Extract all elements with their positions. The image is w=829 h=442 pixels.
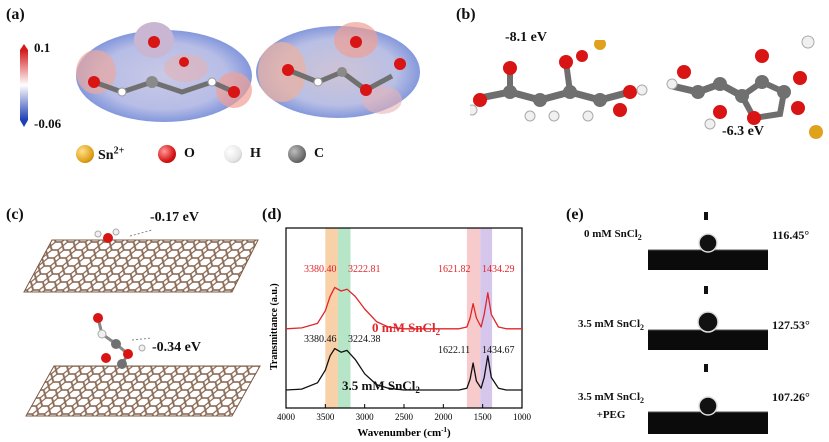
series-lines [285,286,522,391]
highlight-band-2 [337,228,351,408]
needle-icon [704,212,708,220]
row-2-label: 3.5 mM SnCl2 [578,318,644,332]
needle-icon [704,286,708,294]
series-label-top: 0 mM SnCl2 [372,320,441,337]
series-line-bottom [285,347,522,391]
x-tick-label: 2000 [434,412,453,422]
legend-item-h: H [224,145,261,164]
row-1-label-main: 0 mM SnCl [584,228,638,240]
row-3-label-sub: 2 [640,396,645,406]
row-3-label-extra: +PEG [596,409,626,422]
series-label-bottom-sub: 2 [415,385,420,395]
row-2-label-sub: 2 [640,323,645,333]
legend-label-sn: Sn [98,147,114,163]
highlight-band-3 [466,228,481,408]
peak-label-bottom-2: 3224.38 [348,334,381,345]
panel-c-label: (c) [6,206,24,223]
legend-label-c: C [314,146,325,162]
molecule-citric-acid [470,40,648,122]
peak-label-top-2: 3222.81 [348,264,381,275]
series-label-top-sub: 2 [436,327,441,337]
panel-e-label: (e) [566,206,584,223]
row-1-label: 0 mM SnCl2 [584,228,642,242]
series-label-bottom: 3.5 mM SnCl2 [342,378,420,395]
scale-max-label: 0.1 [34,40,51,55]
x-tick-label: 3000 [356,412,375,422]
x-axis-label-end: ) [447,427,451,439]
esp-color-scale [20,44,28,127]
panel-e: (e) 0 mM SnCl2 116.45° 3.5 mM SnCl2 127.… [556,198,829,442]
molecule-ascorbic-acid [666,35,815,130]
binding-energy-left: -8.1 eV [505,30,547,45]
highlight-bands [325,228,493,408]
droplet-image-1 [648,212,768,270]
row-2-angle: 127.53° [772,318,810,332]
adsorption-energy-top: -0.17 eV [150,210,199,225]
legend-swatch-o [158,145,176,164]
contact-angle-row-3: 3.5 mM SnCl2 +PEG 107.26° [556,360,829,440]
row-3-angle: 107.26° [772,390,810,404]
row-3-label-main: 3.5 mM SnCl [578,391,641,403]
peak-label-top-4: 1434.29 [482,264,515,275]
x-tick-label: 2500 [395,412,414,422]
peak-label-bottom-1: 3380.46 [304,334,337,345]
x-axis-label-main: Wavenumber (cm [357,427,441,439]
peak-label-top-1: 3380.40 [304,264,337,275]
esp-surface-ascorbic-acid [256,22,420,118]
row-1-label-sub: 2 [637,233,642,243]
y-axis-label: Transmittance (a.u.) [269,283,280,370]
panel-d: (d) 4000 3500 3000 2500 2000 1500 1000 Transmi… [262,198,552,442]
legend-item-c: C [288,145,325,164]
legend-swatch-c [288,145,306,164]
row-2-label-main: 3.5 mM SnCl [578,318,641,330]
x-tick-label: 3500 [316,412,335,422]
binding-energy-right: -6.3 eV [722,124,764,139]
graphene-sheet-top [23,228,259,293]
x-tick-label: 1000 [513,412,532,422]
peak-label-bottom-3: 1622.11 [438,345,470,356]
legend-sup-sn: 2+ [113,145,125,156]
highlight-band-1 [325,228,338,408]
x-axis-label-sup: -1 [441,426,447,434]
x-axis-label: Wavenumber (cm-1) [357,426,451,439]
series-label-bottom-main: 3.5 mM SnCl [342,378,416,393]
legend-item-o: O [158,145,195,164]
peak-label-top-3: 1621.82 [438,264,471,275]
ftir-chart: 4000 3500 3000 2500 2000 1500 1000 Transmittan… [269,227,532,439]
adsorption-energy-bottom: -0.34 eV [152,340,201,355]
row-3-label: 3.5 mM SnCl2 +PEG [578,390,644,422]
legend-item-sn: Sn2+ [76,145,124,164]
panel-b: (b) -8.1 eV -6.3 eV [450,0,829,185]
panel-a: (a) 0.1 -0.06 [0,0,420,185]
panel-c: (c) -0.17 eV -0.34 eV [0,198,265,442]
legend-label-h: H [250,146,261,162]
graphene-sheet-bottom [25,313,261,417]
legend-swatch-sn [76,145,94,164]
legend-swatch-h [224,145,242,164]
panel-d-label: (d) [262,206,282,223]
series-label-top-main: 0 mM SnCl [372,320,436,335]
sn-ion-right-icon [809,125,823,139]
series-line-top [285,286,522,330]
x-tick-label: 1500 [474,412,493,422]
peak-label-bottom-4: 1434.67 [482,345,515,356]
panel-b-label: (b) [456,6,476,23]
x-axis-ticks: 4000 3500 3000 2500 2000 1500 1000 [277,404,532,422]
contact-angle-row-2: 3.5 mM SnCl2 127.53° [556,284,829,354]
legend-label-o: O [184,146,195,162]
atom-legend: Sn2+ O H C [76,145,416,169]
highlight-band-4 [480,228,493,408]
panel-a-label: (a) [6,6,25,23]
sn-ion-icon [594,40,606,50]
esp-surface-citric-acid [76,22,252,122]
contact-angle-row-1: 0 mM SnCl2 116.45° [556,210,829,280]
row-1-angle: 116.45° [772,228,810,242]
needle-icon [704,364,708,372]
droplet-image-3 [648,364,768,434]
x-tick-label: 4000 [277,412,296,422]
scale-min-label: -0.06 [34,116,62,131]
droplet-image-2 [648,286,768,350]
